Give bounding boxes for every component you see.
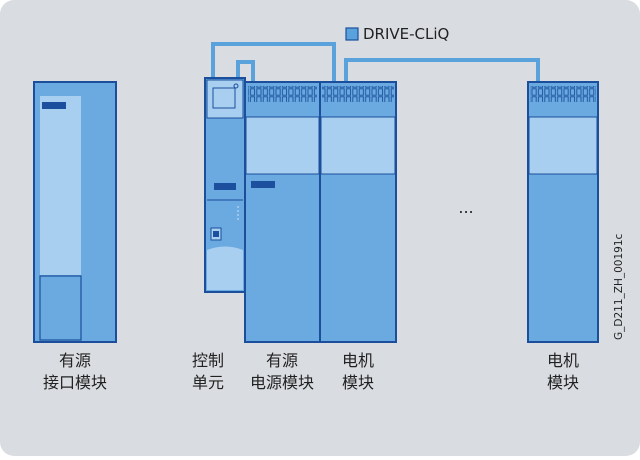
line-module-display [251,181,275,188]
cable-control-to-line-2 [236,60,255,82]
motor-module-2 [527,81,599,343]
status-display [42,102,66,109]
label-motor-2-line2: 模块 [547,373,579,392]
legend: DRIVE-CLiQ [345,25,449,43]
label-active-interface-2: 接口模块 [43,373,107,392]
ellipsis: ... [458,198,473,217]
connector-slots-icon [248,86,317,102]
active-line-module [244,81,321,343]
cable-line-to-motor [344,58,540,82]
label-control-unit-2: 单元 [192,373,224,392]
label-active-interface-1: 有源 [59,351,91,370]
connector-slots-icon [530,86,596,102]
label-motor-1-line2: 模块 [342,373,374,392]
control-display [214,183,236,190]
label-active-line-1: 有源 [266,351,298,370]
legend-label: DRIVE-CLiQ [363,25,449,43]
cable-control-to-line [211,42,336,82]
connector-slots-icon [322,86,394,102]
legend-swatch [345,27,359,41]
label-motor-2-line1: 电机 [547,351,579,370]
drive-cliq-cables [211,42,540,82]
label-control-unit-1: 控制 [192,351,224,370]
label-active-line-2: 电源模块 [250,373,314,392]
control-unit-module [204,77,246,293]
label-motor-1-line1: 电机 [342,351,374,370]
motor-module-1 [319,81,397,343]
figure-id: G_D211_ZH_00191c [613,233,625,340]
module-labels: 有源 接口模块 控制 单元 有源 电源模块 电机 模块 电机 模块 [43,351,579,392]
active-interface-module [33,81,117,343]
